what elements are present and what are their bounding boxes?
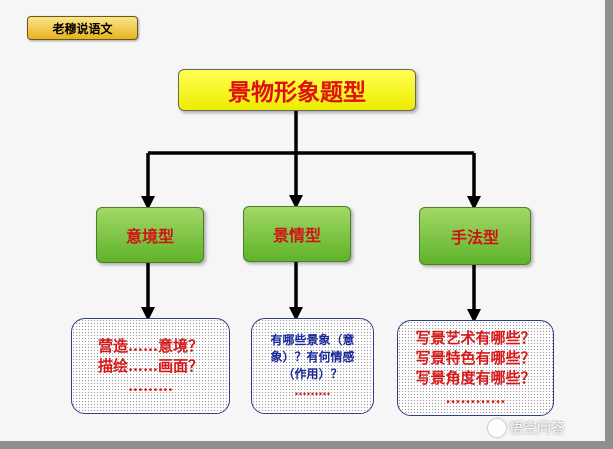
watermark-text: 悟空问答 [509, 421, 565, 437]
watermark: 悟空问答 [488, 418, 565, 438]
category-node-3: 手法型 [419, 207, 531, 265]
detail-2-line-1: 有哪些景象（意 [270, 333, 355, 347]
detail-2-line-3: （作用）？ [282, 367, 343, 381]
category-node-2: 景情型 [243, 206, 351, 262]
detail-1-line-1: 营造……意境？ [97, 337, 203, 355]
category-node-1: 意境型 [96, 207, 204, 263]
detail-card-1: 营造……意境？ 描绘……画面？ ……… [71, 318, 230, 414]
detail-1-line-2: 描绘……画面？ [97, 357, 203, 375]
detail-3-line-1: 写景艺术有哪些？ [415, 329, 536, 347]
chat-bubble-icon [488, 419, 506, 437]
connector-lines [141, 109, 481, 323]
detail-card-3: 写景艺术有哪些？ 写景特色有哪些？ 写景角度有哪些？ ………… [397, 320, 554, 416]
detail-3-line-3: 写景角度有哪些？ [415, 369, 536, 387]
author-tag: 老穆说语文 [27, 16, 138, 40]
detail-2-line-4: ……… [294, 384, 331, 398]
detail-2-line-2: 象）？有何情感 [270, 350, 355, 364]
detail-1-line-3: ……… [128, 377, 173, 395]
root-node: 景物形象题型 [178, 69, 416, 111]
detail-3-line-4: ………… [445, 389, 506, 407]
detail-card-2: 有哪些景象（意 象）？有何情感 （作用）？ ……… [251, 318, 374, 414]
detail-3-line-2: 写景特色有哪些？ [415, 349, 536, 367]
